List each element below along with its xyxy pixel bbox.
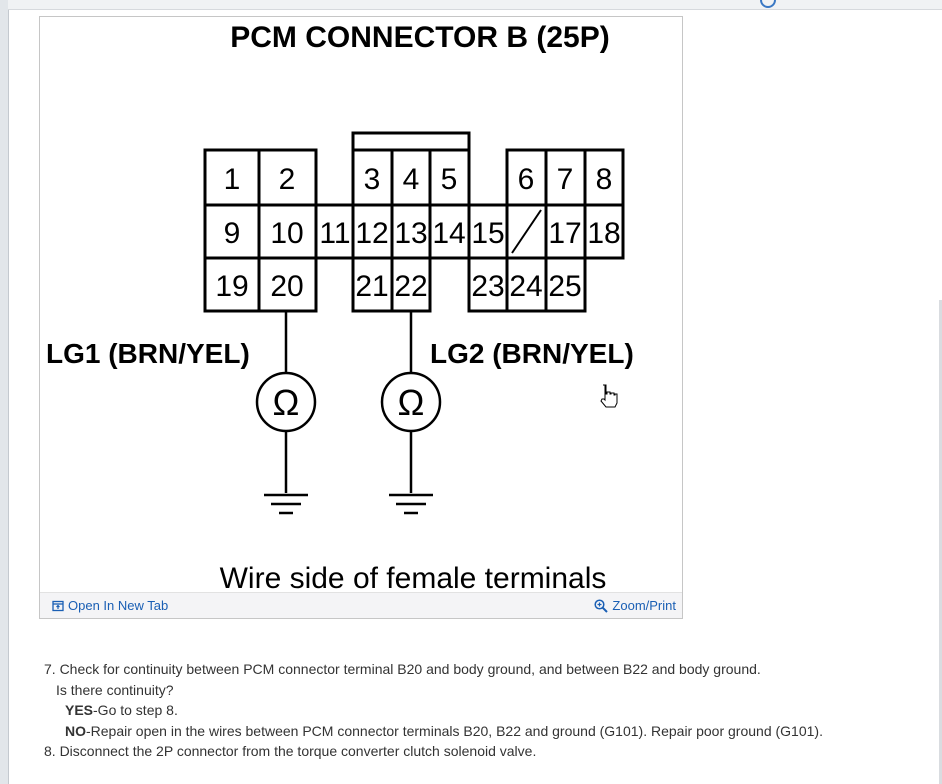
terminal-10: 10 [270,217,303,250]
terminal-23: 23 [471,270,504,303]
terminal-20: 20 [270,270,303,303]
no-answer: NO-Repair open in the wires between PCM … [44,721,924,742]
no-text: -Repair open in the wires between PCM co… [86,722,823,739]
zoom-print-label: Zoom/Print [612,598,676,613]
terminal-13: 13 [394,217,427,250]
terminal-1: 1 [224,163,241,196]
zoom-icon [594,598,609,613]
step-8-text: 8. Disconnect the 2P connector from the … [44,743,537,759]
wire-label-lg2: LG2 (BRN/YEL) [430,338,634,369]
yes-text: -Go to step 8. [93,702,178,718]
terminal-6: 6 [518,163,535,196]
procedure-steps: 7. Check for continuity between PCM conn… [44,659,924,762]
terminal-22: 22 [394,270,427,303]
step-7-question: Is there continuity? [56,681,174,698]
open-in-new-tab-link[interactable]: Open In New Tab [52,598,168,613]
terminal-17: 17 [548,217,581,250]
figure-title: PCM CONNECTOR B (25P) [230,21,609,54]
terminal-19: 19 [215,270,248,303]
window-left-edge [0,0,9,784]
zoom-print-link[interactable]: Zoom/Print [594,598,676,613]
yes-label: YES [65,702,94,718]
toolbar-circle-icon[interactable] [760,0,776,8]
new-tab-icon [52,600,64,611]
step-7-text: 7. Check for continuity between PCM conn… [44,661,761,677]
terminal-24: 24 [509,270,542,303]
figure-caption: Wire side of female terminals [220,562,607,592]
terminal-25: 25 [548,270,581,303]
terminal-12: 12 [355,217,388,250]
terminal-5: 5 [441,163,458,196]
top-toolbar [8,0,942,10]
terminal-9: 9 [224,217,241,250]
terminal-3: 3 [364,163,381,196]
terminal-4: 4 [403,163,420,196]
terminal-15: 15 [471,217,504,250]
terminal-21: 21 [355,270,388,303]
yes-answer: YES-Go to step 8. [44,700,924,721]
no-label: NO [65,722,86,739]
terminal-2: 2 [279,163,296,196]
figure-frame: PCM CONNECTOR B (25P) 1 2 3 4 5 6 7 8 9 … [39,16,683,619]
terminal-14: 14 [432,217,465,250]
figure-footer: Open In New Tab Zoom/Print [40,592,682,618]
open-in-new-tab-label: Open In New Tab [68,598,169,613]
terminal-11: 11 [319,217,350,250]
ohmmeter-icon: Ω [273,382,300,423]
hand-cursor-icon [600,384,618,408]
terminal-8: 8 [596,163,613,196]
scrollbar[interactable] [939,300,942,784]
wire-label-lg1: LG1 (BRN/YEL) [46,338,250,369]
terminal-7: 7 [557,163,574,196]
connector-diagram: PCM CONNECTOR B (25P) 1 2 3 4 5 6 7 8 9 … [46,21,634,592]
ohmmeter-icon: Ω [398,382,425,423]
terminal-18: 18 [587,217,620,250]
